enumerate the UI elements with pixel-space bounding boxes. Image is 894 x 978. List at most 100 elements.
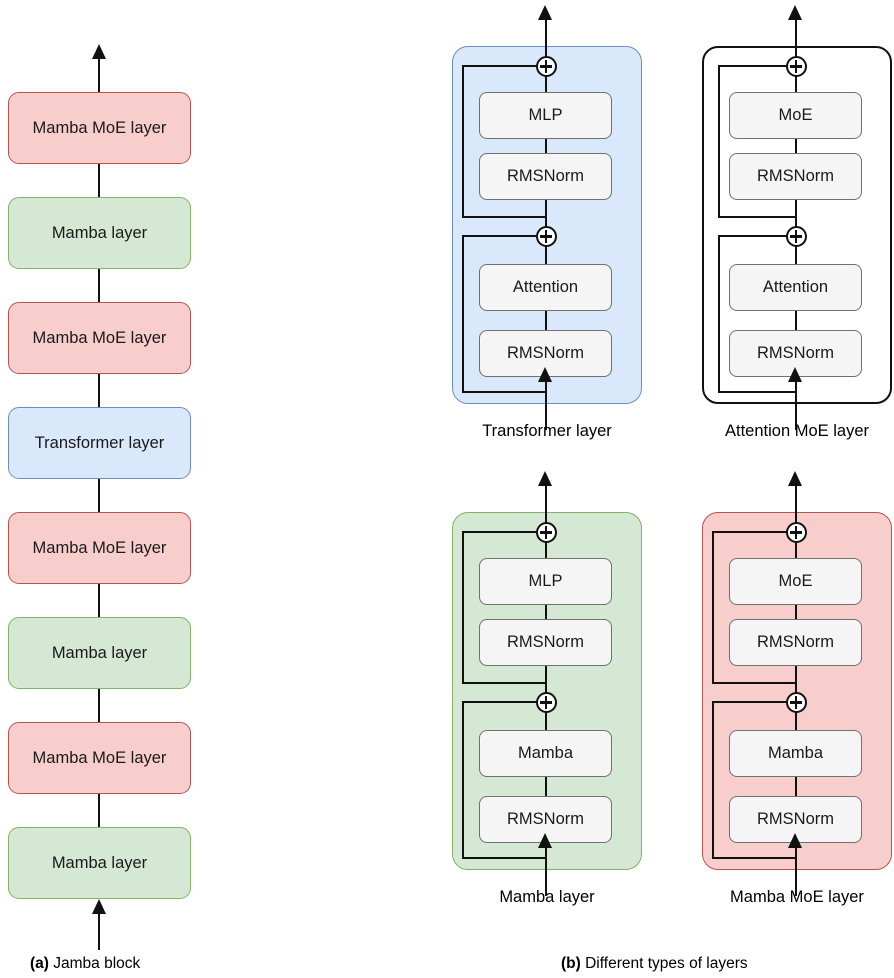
subfigure-a-tag: (a) xyxy=(30,955,49,972)
residual-lower-vertical xyxy=(462,702,465,859)
trunk-segment xyxy=(544,139,548,153)
sublayer-block-rmsnorm-lower[interactable]: RMSNorm xyxy=(479,330,612,377)
trunk-segment xyxy=(794,777,798,796)
panel-input-line xyxy=(544,846,548,896)
jamba-layer-mamba[interactable]: Mamba layer xyxy=(8,197,191,269)
trunk-segment xyxy=(794,139,798,153)
sublayer-block-rmsnorm-upper[interactable]: RMSNorm xyxy=(479,153,612,200)
panel-input-arrowhead xyxy=(788,833,803,848)
residual-upper-vertical xyxy=(462,532,465,684)
sublayer-block-mlp[interactable]: MLP xyxy=(479,92,612,139)
panel-output-line xyxy=(794,484,798,532)
jamba-layer-mamba-moe[interactable]: Mamba MoE layer xyxy=(8,722,191,794)
sublayer-label: Attention xyxy=(762,278,829,296)
jamba-layer-mamba-moe[interactable]: Mamba MoE layer xyxy=(8,302,191,374)
residual-upper-horizontal xyxy=(462,216,547,219)
panel-output-arrowhead xyxy=(788,5,803,20)
jamba-connector xyxy=(98,479,101,513)
sublayer-block-rmsnorm-upper[interactable]: RMSNorm xyxy=(729,619,862,666)
sublayer-block-moe[interactable]: MoE xyxy=(729,92,862,139)
trunk-segment xyxy=(794,542,798,558)
panel-output-line xyxy=(544,18,548,66)
residual-lower-horizontal xyxy=(462,391,547,394)
trunk-segment xyxy=(544,777,548,796)
sublayer-label: RMSNorm xyxy=(757,633,834,651)
trunk-segment xyxy=(544,712,548,730)
attention-moe-layer-panel-label: Attention MoE layer xyxy=(725,422,869,440)
sublayer-block-attention[interactable]: Attention xyxy=(729,264,862,311)
subfigure-a-text: Jamba block xyxy=(53,955,141,972)
residual-upper-to-add xyxy=(718,65,787,68)
trunk-segment xyxy=(794,605,798,619)
sublayer-block-rmsnorm-upper[interactable]: RMSNorm xyxy=(479,619,612,666)
residual-lower-horizontal xyxy=(462,857,547,860)
residual-add-bottom-icon xyxy=(785,692,807,713)
jamba-block-figure: Mamba MoE layer Mamba layer Mamba MoE la… xyxy=(0,0,200,978)
jamba-layer-label: Transformer layer xyxy=(34,433,165,452)
sublayer-label: RMSNorm xyxy=(757,167,834,185)
residual-add-bottom-icon xyxy=(535,692,557,713)
mamba-layer-panel-label: Mamba layer xyxy=(499,888,595,906)
trunk-segment xyxy=(794,712,798,730)
trunk-segment xyxy=(544,311,548,330)
sublayer-label: RMSNorm xyxy=(507,810,584,828)
residual-upper-horizontal xyxy=(718,216,797,219)
jamba-output-arrowhead xyxy=(91,44,106,59)
sublayer-label: Mamba xyxy=(767,744,824,762)
jamba-input-line xyxy=(98,912,101,950)
jamba-layer-mamba-moe[interactable]: Mamba MoE layer xyxy=(8,92,191,164)
residual-lower-vertical xyxy=(462,236,465,393)
sublayer-block-mamba[interactable]: Mamba xyxy=(729,730,862,777)
sublayer-block-mlp[interactable]: MLP xyxy=(479,558,612,605)
sublayer-label: RMSNorm xyxy=(507,633,584,651)
trunk-segment xyxy=(544,605,548,619)
residual-lower-to-add xyxy=(718,235,787,238)
residual-upper-to-add xyxy=(462,531,537,534)
sublayer-label: MLP xyxy=(528,572,563,590)
sublayer-label: MoE xyxy=(778,572,813,590)
jamba-layer-mamba-moe[interactable]: Mamba MoE layer xyxy=(8,512,191,584)
panel-output-arrowhead xyxy=(538,5,553,20)
panel-input-line xyxy=(544,380,548,430)
sublayer-label: RMSNorm xyxy=(757,810,834,828)
panel-input-arrowhead xyxy=(788,367,803,382)
trunk-segment xyxy=(794,246,798,264)
sublayer-block-rmsnorm-lower[interactable]: RMSNorm xyxy=(729,330,862,377)
jamba-layer-mamba[interactable]: Mamba layer xyxy=(8,827,191,899)
residual-lower-to-add xyxy=(462,701,537,704)
residual-lower-to-add xyxy=(712,701,787,704)
panel-output-line xyxy=(794,18,798,66)
residual-upper-horizontal xyxy=(462,682,547,685)
sublayer-label: Attention xyxy=(512,278,579,296)
jamba-connector xyxy=(98,794,101,828)
jamba-connector xyxy=(98,269,101,303)
sublayer-label: MLP xyxy=(528,106,563,124)
jamba-layer-label: Mamba MoE layer xyxy=(32,748,167,767)
sublayer-block-moe[interactable]: MoE xyxy=(729,558,862,605)
residual-add-bottom-icon xyxy=(535,226,557,247)
jamba-layer-transformer[interactable]: Transformer layer xyxy=(8,407,191,479)
subfigure-a-caption: (a) Jamba block xyxy=(30,955,140,973)
residual-upper-vertical xyxy=(462,66,465,218)
jamba-layer-label: Mamba layer xyxy=(51,223,148,242)
sublayer-block-rmsnorm-lower[interactable]: RMSNorm xyxy=(479,796,612,843)
residual-lower-to-add xyxy=(462,235,537,238)
sublayer-label: RMSNorm xyxy=(507,167,584,185)
transformer-layer-panel-label: Transformer layer xyxy=(482,422,612,440)
residual-add-top-icon xyxy=(535,56,557,77)
sublayer-block-attention[interactable]: Attention xyxy=(479,264,612,311)
trunk-segment xyxy=(544,200,548,247)
panel-output-arrowhead xyxy=(538,471,553,486)
sublayer-block-rmsnorm-upper[interactable]: RMSNorm xyxy=(729,153,862,200)
residual-upper-vertical xyxy=(712,532,715,684)
panel-input-arrowhead xyxy=(538,833,553,848)
jamba-connector xyxy=(98,164,101,198)
panel-input-line xyxy=(794,380,798,430)
jamba-connector xyxy=(98,689,101,723)
jamba-layer-mamba[interactable]: Mamba layer xyxy=(8,617,191,689)
residual-lower-vertical xyxy=(712,702,715,859)
sublayer-block-mamba[interactable]: Mamba xyxy=(479,730,612,777)
panel-output-line xyxy=(544,484,548,532)
sublayer-label: RMSNorm xyxy=(757,344,834,362)
residual-upper-to-add xyxy=(712,531,787,534)
